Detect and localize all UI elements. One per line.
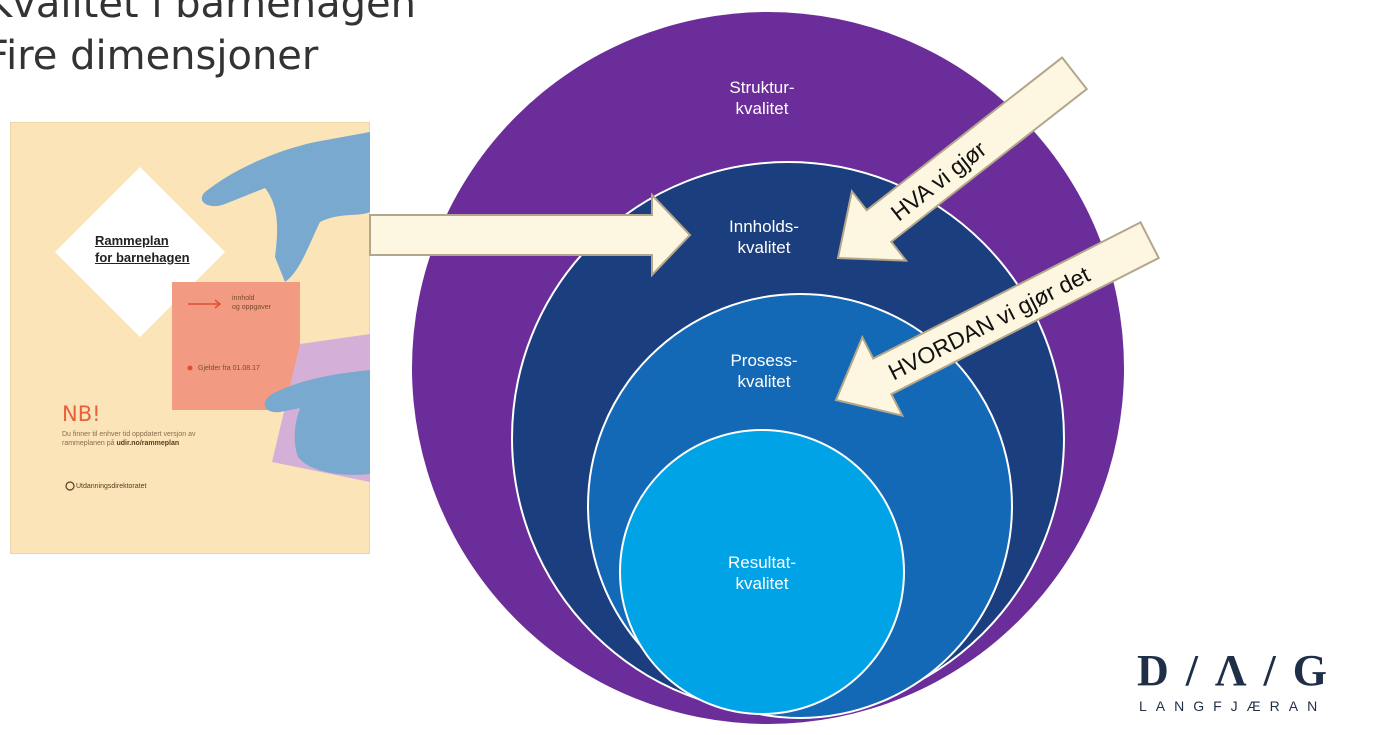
cover-illustration (55, 132, 370, 491)
cover-notice: Du finner til enhver tid oppdatert versj… (62, 430, 202, 448)
cover-card-line-2: og oppgaver (232, 304, 271, 311)
cover-publisher: Utdanningsdirektoratet (76, 483, 147, 490)
label-prosess-line-2: kvalitet (737, 372, 791, 391)
label-resultatkvalitet: Resultat- kvalitet (662, 552, 862, 594)
cover-title-line-1: Rammeplan (95, 233, 169, 248)
cover-hand-bottom (264, 370, 370, 475)
label-prosess-line-1: Prosess- (730, 351, 798, 370)
label-resultat-line-2: kvalitet (735, 574, 789, 593)
cover-card-footnote: Gjelder fra 01.08.17 (198, 365, 260, 372)
label-innhold-line-2: kvalitet (737, 238, 791, 257)
cover-title-line-2: for barnehagen (95, 250, 190, 265)
label-struktur-line-1: Struktur- (729, 78, 795, 97)
cover-card-label: innhold og oppgaver (232, 294, 271, 312)
label-struktur-line-2: kvalitet (735, 99, 789, 118)
title-line-1: Kvalitet i barnehagen (0, 0, 416, 27)
dag-logo-subtitle: LANGFJÆRAN (1139, 698, 1327, 714)
cover-nb: NB! (62, 402, 101, 426)
rammeplan-cover-image: Rammeplan for barnehagen innhold og oppg… (10, 122, 370, 554)
label-innholdskvalitet: Innholds- kvalitet (664, 216, 864, 258)
label-strukturkvalitet: Struktur- kvalitet (662, 77, 862, 119)
cover-hand-top (201, 132, 370, 282)
dag-logo: D / Λ / G (1137, 646, 1330, 695)
cover-to-innhold-arrow (369, 192, 692, 278)
circle-resultatkvalitet (619, 429, 905, 715)
page-title: Kvalitet i barnehagen Fire dimensjoner (0, 0, 416, 82)
cover-notice-text: Du finner til enhver tid oppdatert versj… (62, 431, 196, 447)
label-innhold-line-1: Innholds- (729, 217, 799, 236)
cover-card-line-1: innhold (232, 295, 255, 302)
cover-title: Rammeplan for barnehagen (95, 232, 190, 266)
label-resultat-line-1: Resultat- (727, 553, 797, 572)
title-line-2: Fire dimensjoner (0, 33, 319, 79)
label-prosesskvalitet: Prosess- kvalitet (664, 350, 864, 392)
cover-url: udir.no/rammeplan (116, 440, 180, 447)
